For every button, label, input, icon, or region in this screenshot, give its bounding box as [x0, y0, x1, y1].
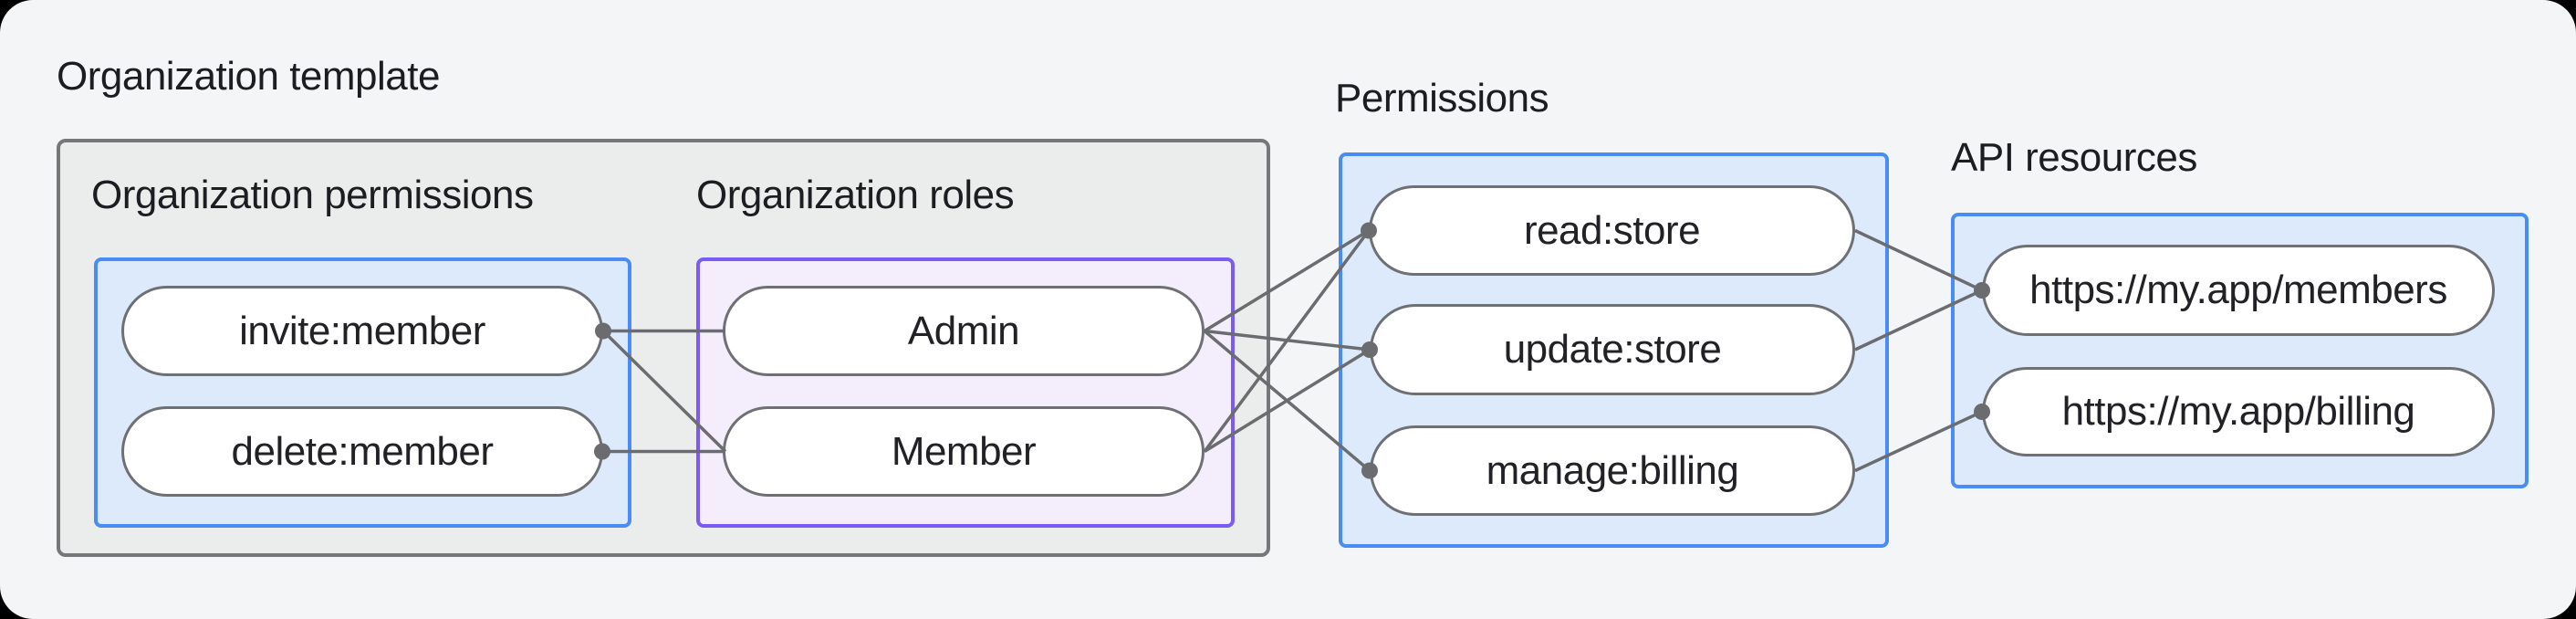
api-resources-label: API resources — [1951, 135, 2197, 180]
pill-member: Member — [723, 406, 1205, 497]
pill-update-store: update:store — [1370, 304, 1855, 395]
organization-roles-label: Organization roles — [696, 173, 1015, 217]
pill-invite-member: invite:member — [121, 286, 603, 376]
permissions-label: Permissions — [1335, 76, 1549, 121]
pill-manage-billing: manage:billing — [1370, 425, 1855, 516]
pill-delete-member: delete:member — [121, 406, 603, 497]
pill-read-store: read:store — [1369, 185, 1855, 276]
organization-template-label: Organization template — [57, 54, 440, 99]
organization-permissions-label: Organization permissions — [91, 173, 534, 217]
pill-api-billing: https://my.app/billing — [1982, 367, 2495, 456]
pill-admin: Admin — [723, 286, 1205, 376]
pill-api-members: https://my.app/members — [1982, 245, 2495, 336]
